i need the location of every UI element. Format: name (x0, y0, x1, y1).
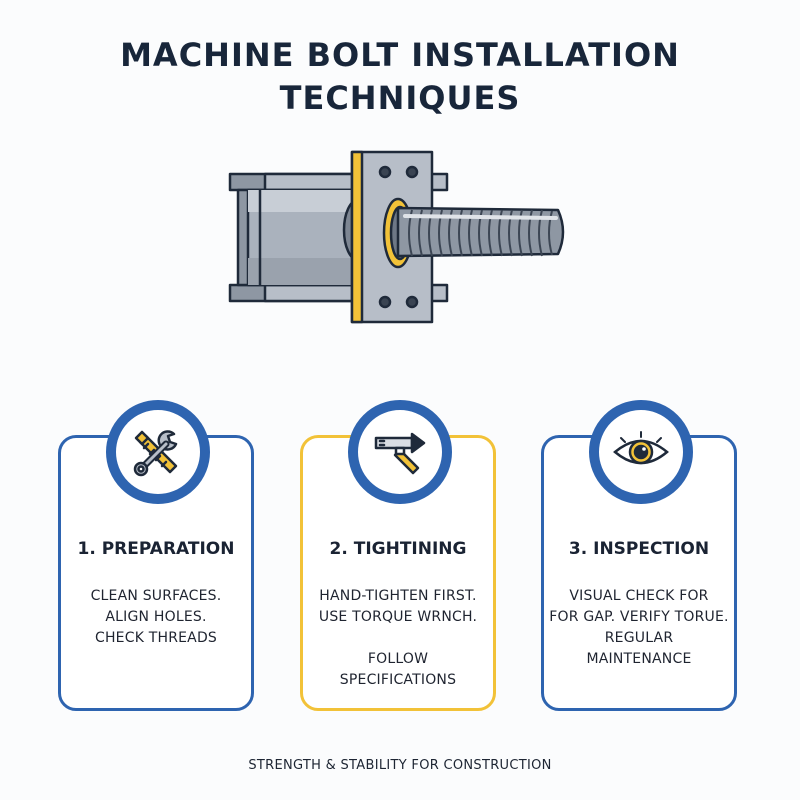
machine-bolt-illustration (228, 150, 565, 324)
wrench-and-bolt-icon (133, 430, 178, 477)
step-title: 1. PREPARATION (77, 539, 235, 559)
page-title: MACHINE BOLT INSTALLATION TECHNIQUES (0, 34, 800, 120)
step-line: VISUAL CHECK FOR (569, 588, 709, 604)
preparation-badge (106, 400, 210, 504)
title-line-1: MACHINE BOLT INSTALLATION (120, 36, 680, 74)
step-line: SPECIFICATIONS (339, 672, 457, 688)
step-line: CLEAN SURFACES. (90, 588, 222, 604)
step-line: MAINTENANCE (586, 651, 692, 667)
step-description: HAND-TIGHTEN FIRST. USE TORQUE WRNCH. FO… (303, 586, 493, 691)
step-title: 2. TIGHTINING (329, 539, 467, 559)
step-line: REGULAR (604, 630, 674, 646)
step-card-preparation: 1. PREPARATION CLEAN SURFACES. ALIGN HOL… (58, 435, 254, 711)
inspection-badge (589, 400, 693, 504)
step-line: ALIGN HOLES. (105, 609, 207, 625)
step-line: CHECK THREADS (94, 630, 218, 646)
tightening-badge (348, 400, 452, 504)
torque-wrench-icon (374, 432, 426, 475)
step-line: FOLLOW (367, 651, 429, 667)
step-title: 3. INSPECTION (568, 539, 710, 559)
step-line: HAND-TIGHTEN FIRST. (319, 588, 477, 604)
title-line-2: TECHNIQUES (279, 79, 521, 117)
step-line: USE TORQUE WRNCH. (318, 609, 478, 625)
eye-icon (613, 431, 669, 465)
step-description: VISUAL CHECK FOR FOR GAP. VERIFY TORUE. … (544, 586, 734, 670)
step-description: CLEAN SURFACES. ALIGN HOLES. CHECK THREA… (61, 586, 251, 649)
step-line: FOR GAP. VERIFY TORUE. (549, 609, 729, 625)
footer-tagline: STRENGTH & STABILITY FOR CONSTRUCTION (248, 758, 552, 773)
